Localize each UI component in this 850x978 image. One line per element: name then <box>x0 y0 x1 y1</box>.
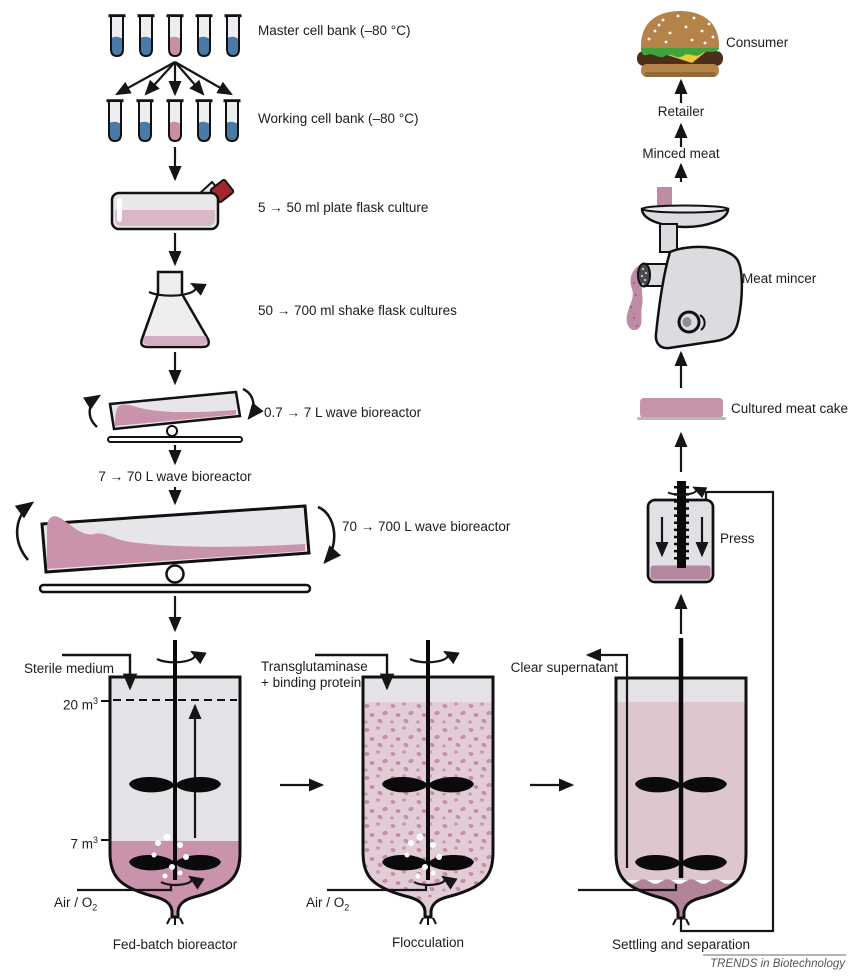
meat-cake-icon <box>637 398 726 420</box>
air-sparger-fed-batch <box>77 884 173 892</box>
wave-medium-label: 7 → 70 L wave bioreactor <box>98 469 252 484</box>
shake-flask-label: 50 → 700 ml shake flask cultures <box>258 303 457 318</box>
master-cell-bank-tubes-icon <box>107 14 243 58</box>
transglutaminase-label-line1: Transglutaminase <box>261 659 368 674</box>
flocculation-label: Flocculation <box>391 935 465 950</box>
transglutaminase-pipe <box>315 653 395 691</box>
bubbles <box>151 833 189 879</box>
retailer-label: Retailer <box>657 104 705 119</box>
stirrer-rotation-icon <box>160 875 205 890</box>
wave-large-label: 70 → 700 L wave bioreactor <box>342 519 511 534</box>
press-icon <box>646 481 715 584</box>
bun-top <box>640 11 720 48</box>
wave-bioreactor-small-icon <box>82 387 264 443</box>
press-label: Press <box>720 531 755 546</box>
volume-20-label: 20 m3 <box>62 696 98 713</box>
master-cell-bank-label: Master cell bank (–80 °C) <box>258 23 411 38</box>
stirrer-rotation-icon <box>156 650 207 665</box>
journal-credit: TRENDS in Biotechnology <box>710 958 845 970</box>
lettuce <box>641 46 719 58</box>
sterile-medium-label: Sterile medium <box>24 661 115 676</box>
clear-supernatant-pipe <box>585 648 629 868</box>
meat-cake-label: Cultured meat cake <box>731 401 849 416</box>
minced-meat-label: Minced meat <box>642 146 720 161</box>
transglutaminase-label-line2: + binding protein <box>261 675 362 690</box>
consumer-label: Consumer <box>726 35 789 50</box>
stirrer-rotation-icon <box>409 650 460 665</box>
air-sparger-flocculation <box>327 884 428 892</box>
air-o2-floc-label: Air / O2 <box>306 895 350 913</box>
air-o2-fed-label: Air / O2 <box>54 895 98 913</box>
wave-bioreactor-large-icon <box>14 501 342 594</box>
meat-mincer-label: Meat mincer <box>742 271 817 286</box>
stirrer-rotation-icon <box>413 875 458 890</box>
seed-fan-arrows <box>115 61 233 97</box>
screw-rotation-icon <box>667 486 708 499</box>
working-cell-bank-label: Working cell bank (–80 °C) <box>258 111 419 126</box>
grinder-plate-icon <box>637 262 651 288</box>
settling-label: Settling and separation <box>611 937 751 952</box>
clear-supernatant-label: Clear supernatant <box>510 660 618 675</box>
meat-mincer-icon <box>626 187 744 350</box>
plate-flask-icon <box>110 178 235 231</box>
bubbles <box>404 833 442 879</box>
wave-small-label: 0.7 → 7 L wave bioreactor <box>264 405 422 420</box>
sterile-medium-pipe <box>62 653 138 691</box>
sesame-seeds <box>647 14 715 45</box>
volume-7-label: 7 m3 <box>70 835 98 852</box>
meat-texture-dots <box>630 271 638 327</box>
burger-icon <box>637 11 723 77</box>
working-cell-bank-tubes-icon <box>105 99 242 143</box>
settling-bottom-pipe <box>578 884 678 892</box>
shake-flask-icon <box>140 270 210 349</box>
plate-flask-label: 5 → 50 ml plate flask culture <box>258 200 429 215</box>
fed-batch-label: Fed-batch bioreactor <box>112 937 238 952</box>
